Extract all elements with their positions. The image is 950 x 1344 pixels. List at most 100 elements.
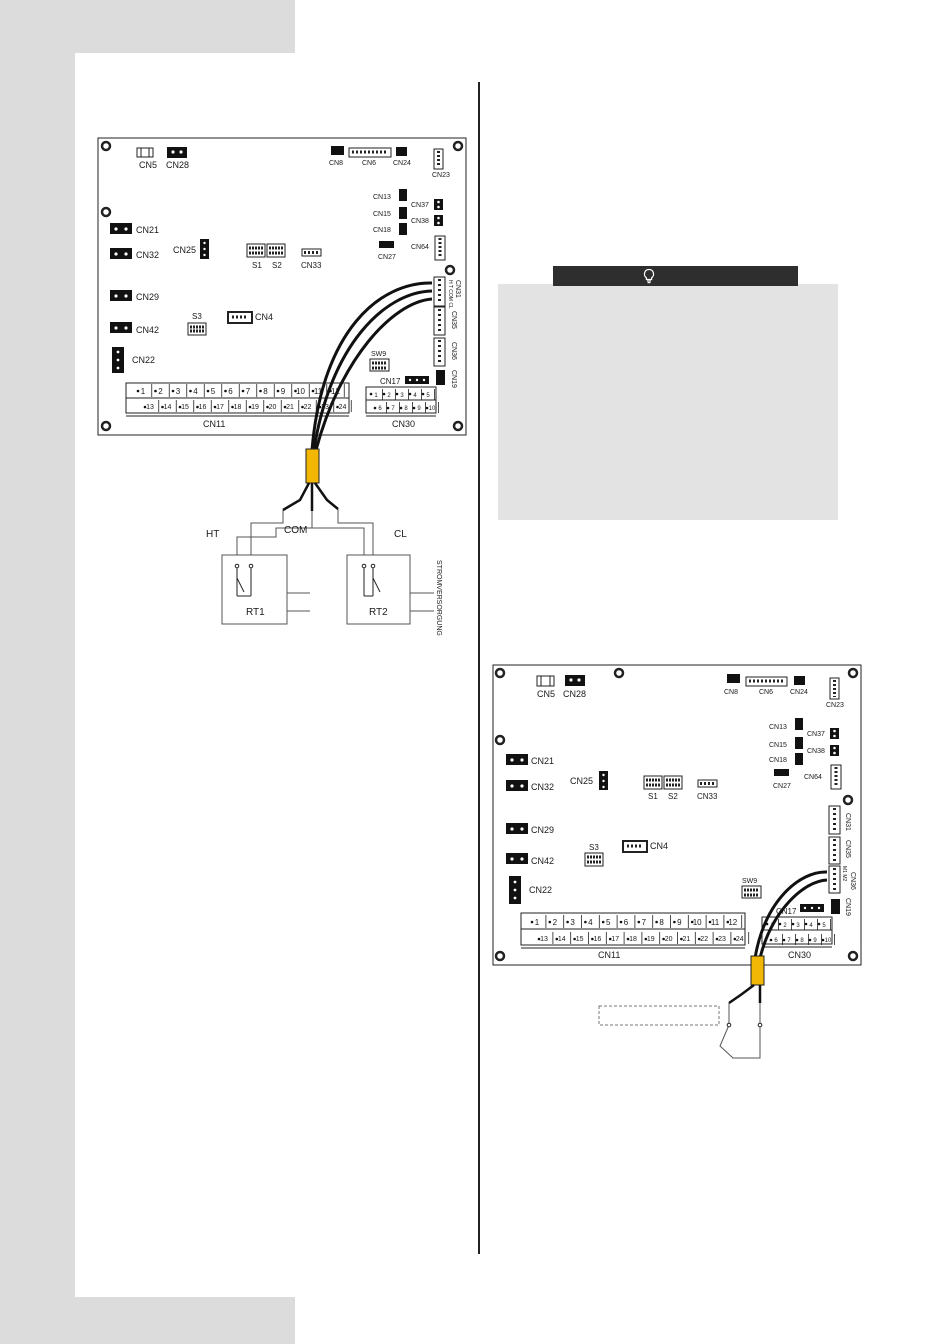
terminal-number: 6 (378, 406, 382, 412)
terminal-number: 9 (281, 387, 286, 396)
terminal-screw (680, 937, 683, 941)
cn11-label: CN11 (203, 419, 225, 429)
terminal-number: 15 (576, 936, 584, 943)
tip-header-bar (553, 266, 798, 286)
terminal-number: 7 (391, 406, 395, 412)
sw9-label: SW9 (742, 878, 757, 885)
cn38-label: CN38 (411, 218, 429, 225)
cn30-label: CN30 (788, 950, 811, 960)
terminal-number: 6 (228, 387, 233, 396)
sw9-label: SW9 (371, 351, 386, 358)
com-label: COM (284, 525, 307, 536)
cn42-label: CN42 (531, 856, 554, 866)
terminal-screw (795, 938, 799, 942)
cn35-label: CN35 (450, 311, 457, 329)
cn17-label: CN17 (380, 377, 401, 386)
terminal-screw (626, 937, 630, 941)
cn27-label: CN27 (773, 783, 791, 790)
cn21-label: CN21 (136, 225, 159, 235)
terminal-number: 24 (339, 404, 347, 411)
terminal-number: 17 (216, 404, 224, 411)
terminal-number: 4 (413, 393, 417, 399)
terminal-number: 10 (825, 938, 832, 944)
cn64-label: CN64 (411, 244, 429, 251)
cn5-label: CN5 (139, 160, 157, 170)
terminal-number: 7 (246, 387, 251, 396)
terminal-number: 2 (553, 918, 558, 927)
terminal-screw (189, 389, 192, 393)
terminal-number: 22 (700, 936, 708, 943)
cn24-label: CN24 (393, 160, 411, 167)
cn19-label: CN19 (844, 898, 851, 916)
cn19-label: CN19 (450, 370, 457, 388)
terminal-screw (817, 922, 821, 926)
cn36-label: CN36 (849, 872, 856, 890)
terminal-number: 19 (251, 404, 259, 411)
cn37-label: CN37 (807, 731, 825, 738)
cn23-label: CN23 (432, 172, 450, 179)
cn25-label: CN25 (570, 776, 593, 786)
cn4-label: CN4 (255, 312, 273, 322)
terminal-number: 7 (642, 918, 647, 927)
terminal-screw (395, 392, 399, 396)
power-supply-label: STROMVERSORGUNG (435, 560, 442, 636)
terminal-screw (619, 920, 623, 924)
terminal-number: 8 (404, 406, 408, 412)
terminal-number: 22 (304, 404, 312, 411)
cn25-label: CN25 (173, 245, 196, 255)
cl-label: CL (394, 529, 407, 540)
terminal-screw (231, 405, 234, 409)
terminal-screw (808, 938, 812, 942)
cn27-label: CN27 (378, 254, 396, 261)
terminal-screw (573, 937, 576, 941)
terminal-screw (608, 937, 612, 941)
terminal-number: 12 (331, 387, 340, 396)
cn15-label: CN15 (373, 211, 391, 218)
terminal-screw (276, 389, 280, 393)
cn37-label: CN37 (411, 202, 429, 209)
cn6-label: CN6 (759, 689, 773, 696)
terminal-number: 16 (199, 404, 207, 411)
cn8-label: CN8 (724, 689, 738, 696)
cn33-label: CN33 (301, 261, 322, 270)
device-placeholder-box (598, 1005, 720, 1026)
terminal-number: 8 (659, 918, 664, 927)
terminal-number: 18 (234, 404, 242, 411)
cn21-label: CN21 (531, 756, 554, 766)
terminal-screw (765, 922, 769, 926)
terminal-number: 20 (269, 404, 277, 411)
cn31-label: CN31 (454, 280, 461, 298)
terminal-screw (206, 389, 210, 393)
terminal-number: 9 (417, 406, 421, 412)
cn11-label: CN11 (598, 950, 620, 960)
cn18-label: CN18 (373, 227, 391, 234)
cn22-label: CN22 (132, 355, 155, 365)
terminal-screw (248, 405, 252, 409)
terminal-screw (408, 392, 412, 396)
terminal-number: 23 (321, 404, 329, 411)
terminal-number: 1 (141, 387, 146, 396)
terminal-number: 14 (164, 404, 172, 411)
terminal-screw (637, 920, 641, 924)
terminal-number: 1 (770, 923, 774, 929)
terminal-screw (241, 389, 245, 393)
s1-label: S1 (252, 261, 262, 270)
terminal-number: 5 (426, 393, 430, 399)
lightbulb-icon (643, 268, 655, 284)
terminal-screw (537, 937, 541, 941)
terminal-screw (644, 937, 648, 941)
terminal-screw (373, 406, 377, 410)
terminal-screw (548, 920, 552, 924)
cn4-label: CN4 (650, 841, 668, 851)
terminal-number: 6 (624, 918, 629, 927)
rt1-thermostat (221, 554, 288, 625)
terminal-screw (161, 405, 164, 409)
terminal-screw (782, 938, 786, 942)
terminal-screw (673, 920, 676, 924)
terminal-screw (399, 406, 403, 410)
rt1-label: RT1 (246, 607, 265, 618)
cn23-label: CN23 (826, 702, 844, 709)
terminal-number: 12 (728, 918, 737, 927)
terminal-screw (690, 920, 694, 924)
terminal-screw (213, 405, 217, 409)
